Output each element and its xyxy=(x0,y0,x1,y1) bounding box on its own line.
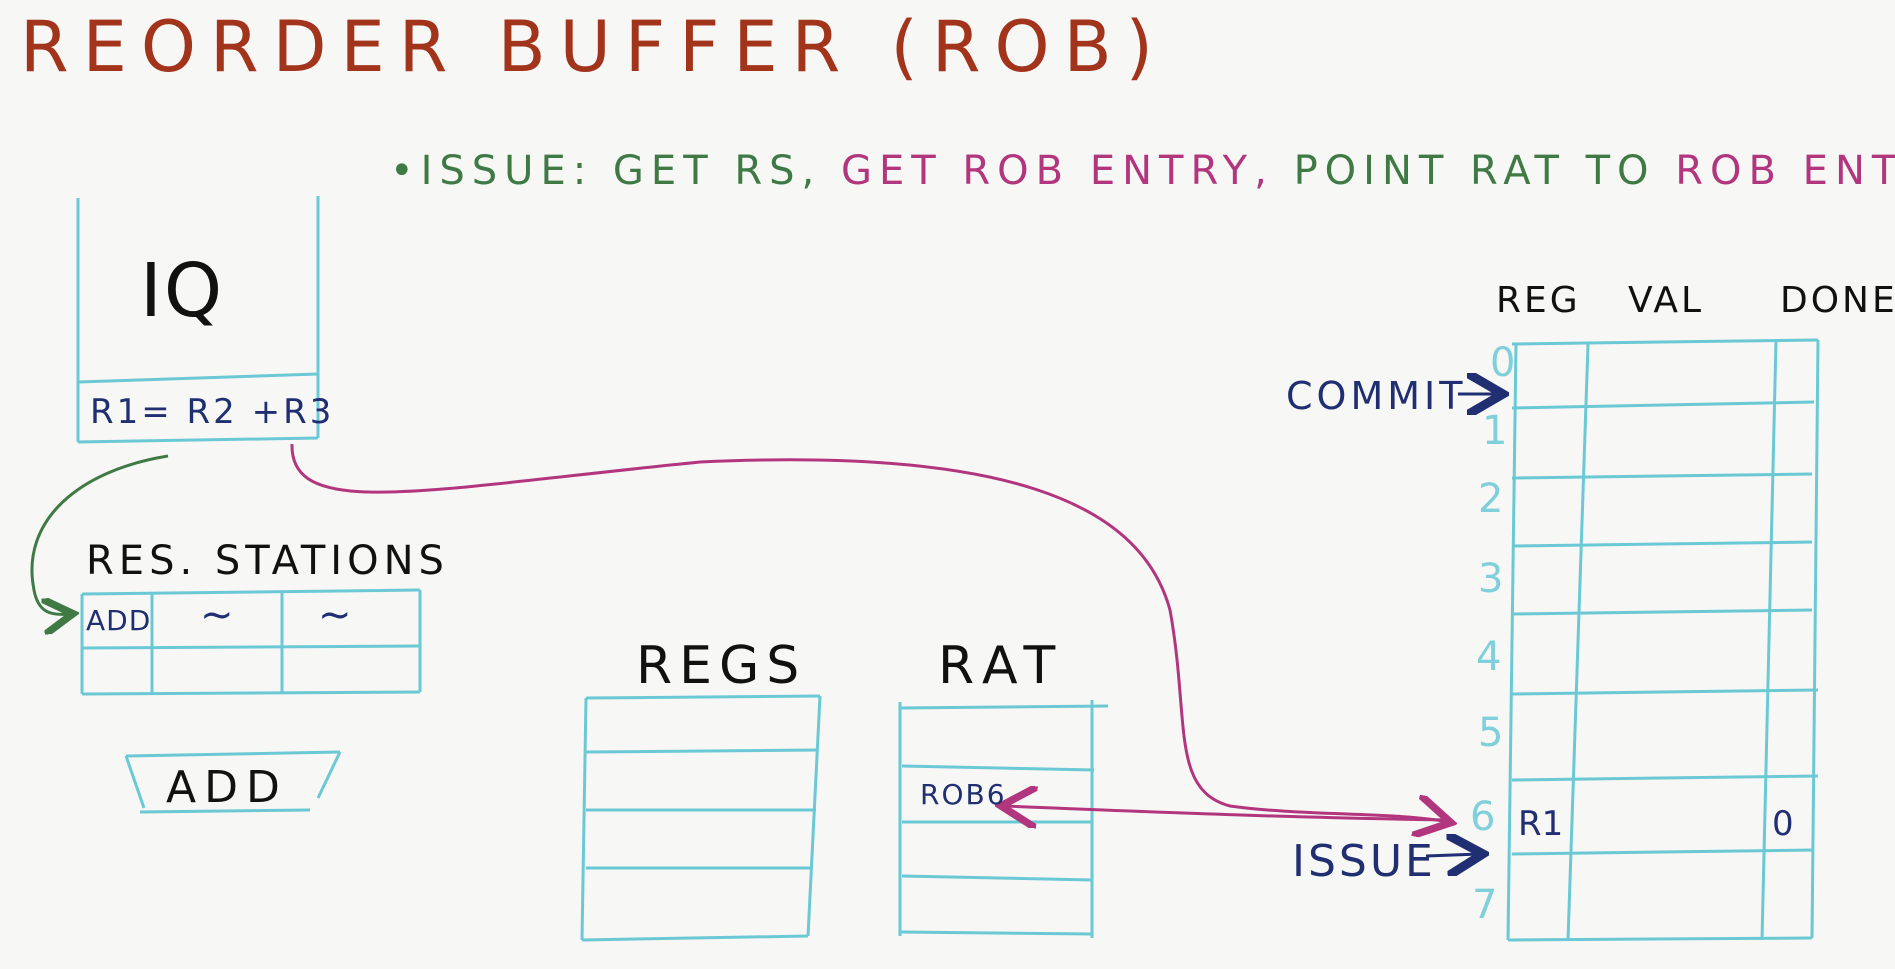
rat-label: RAT xyxy=(938,636,1066,696)
instruction-queue xyxy=(76,196,320,444)
issue-note: •ISSUE: GET RS, GET ROB ENTRY, POINT RAT… xyxy=(390,148,1895,194)
bullet: • xyxy=(390,148,421,194)
iq-to-rob-arrow xyxy=(290,443,1448,822)
rob-entry-done: 0 xyxy=(1772,804,1794,844)
issue-prefix: ISSUE: xyxy=(420,148,594,194)
rat-entry: ROB6 xyxy=(920,778,1007,811)
commit-pointer-label: COMMIT xyxy=(1286,374,1467,418)
issue-step-get-rs: GET RS, xyxy=(612,148,822,194)
add-functional-unit xyxy=(124,750,342,814)
rs-entry-op: ADD xyxy=(86,604,152,637)
rob-row-number: 0 xyxy=(1490,340,1516,386)
rob-row-number: 2 xyxy=(1478,476,1504,522)
rat-table xyxy=(898,700,1109,938)
rob-row-number: 6 xyxy=(1470,794,1496,840)
rob-header-val: VAL xyxy=(1628,280,1705,321)
rob-header-reg: REG xyxy=(1496,280,1581,321)
rob-row-number: 3 xyxy=(1478,556,1504,602)
rob-entry-reg: R1 xyxy=(1518,804,1564,844)
rob-row-number: 4 xyxy=(1476,634,1502,680)
rob-header-done: DONE xyxy=(1780,280,1895,321)
rob-row-number: 5 xyxy=(1478,710,1504,756)
iq-to-rs-arrow xyxy=(30,454,169,614)
iq-entry: R1= R2 +R3 xyxy=(90,392,335,432)
functional-unit-label: ADD xyxy=(166,762,288,813)
regs-label: REGS xyxy=(636,636,807,696)
issue-step-point-rat: POINT RAT TO xyxy=(1293,148,1656,194)
rs-entry-src2: ~ xyxy=(318,592,352,638)
rs-entry-src1: ~ xyxy=(200,592,234,638)
regs-table xyxy=(580,694,822,942)
issue-pointer-arrow xyxy=(1425,854,1480,856)
issue-pointer-label: ISSUE xyxy=(1292,836,1436,887)
rob-to-rat-arrow xyxy=(1004,806,1451,820)
issue-step-rob-entry: ROB ENTRY xyxy=(1675,148,1895,194)
rob-row-number: 7 xyxy=(1472,882,1498,928)
issue-step-get-rob-entry: GET ROB ENTRY, xyxy=(840,148,1274,194)
res-stations-title: RES. STATIONS xyxy=(86,538,449,584)
rob-table xyxy=(1506,338,1820,942)
page-title: REORDER BUFFER (ROB) xyxy=(20,6,1167,88)
rob-row-number: 1 xyxy=(1482,408,1508,454)
iq-label: IQ xyxy=(140,248,225,334)
reservation-stations-table xyxy=(80,588,422,696)
